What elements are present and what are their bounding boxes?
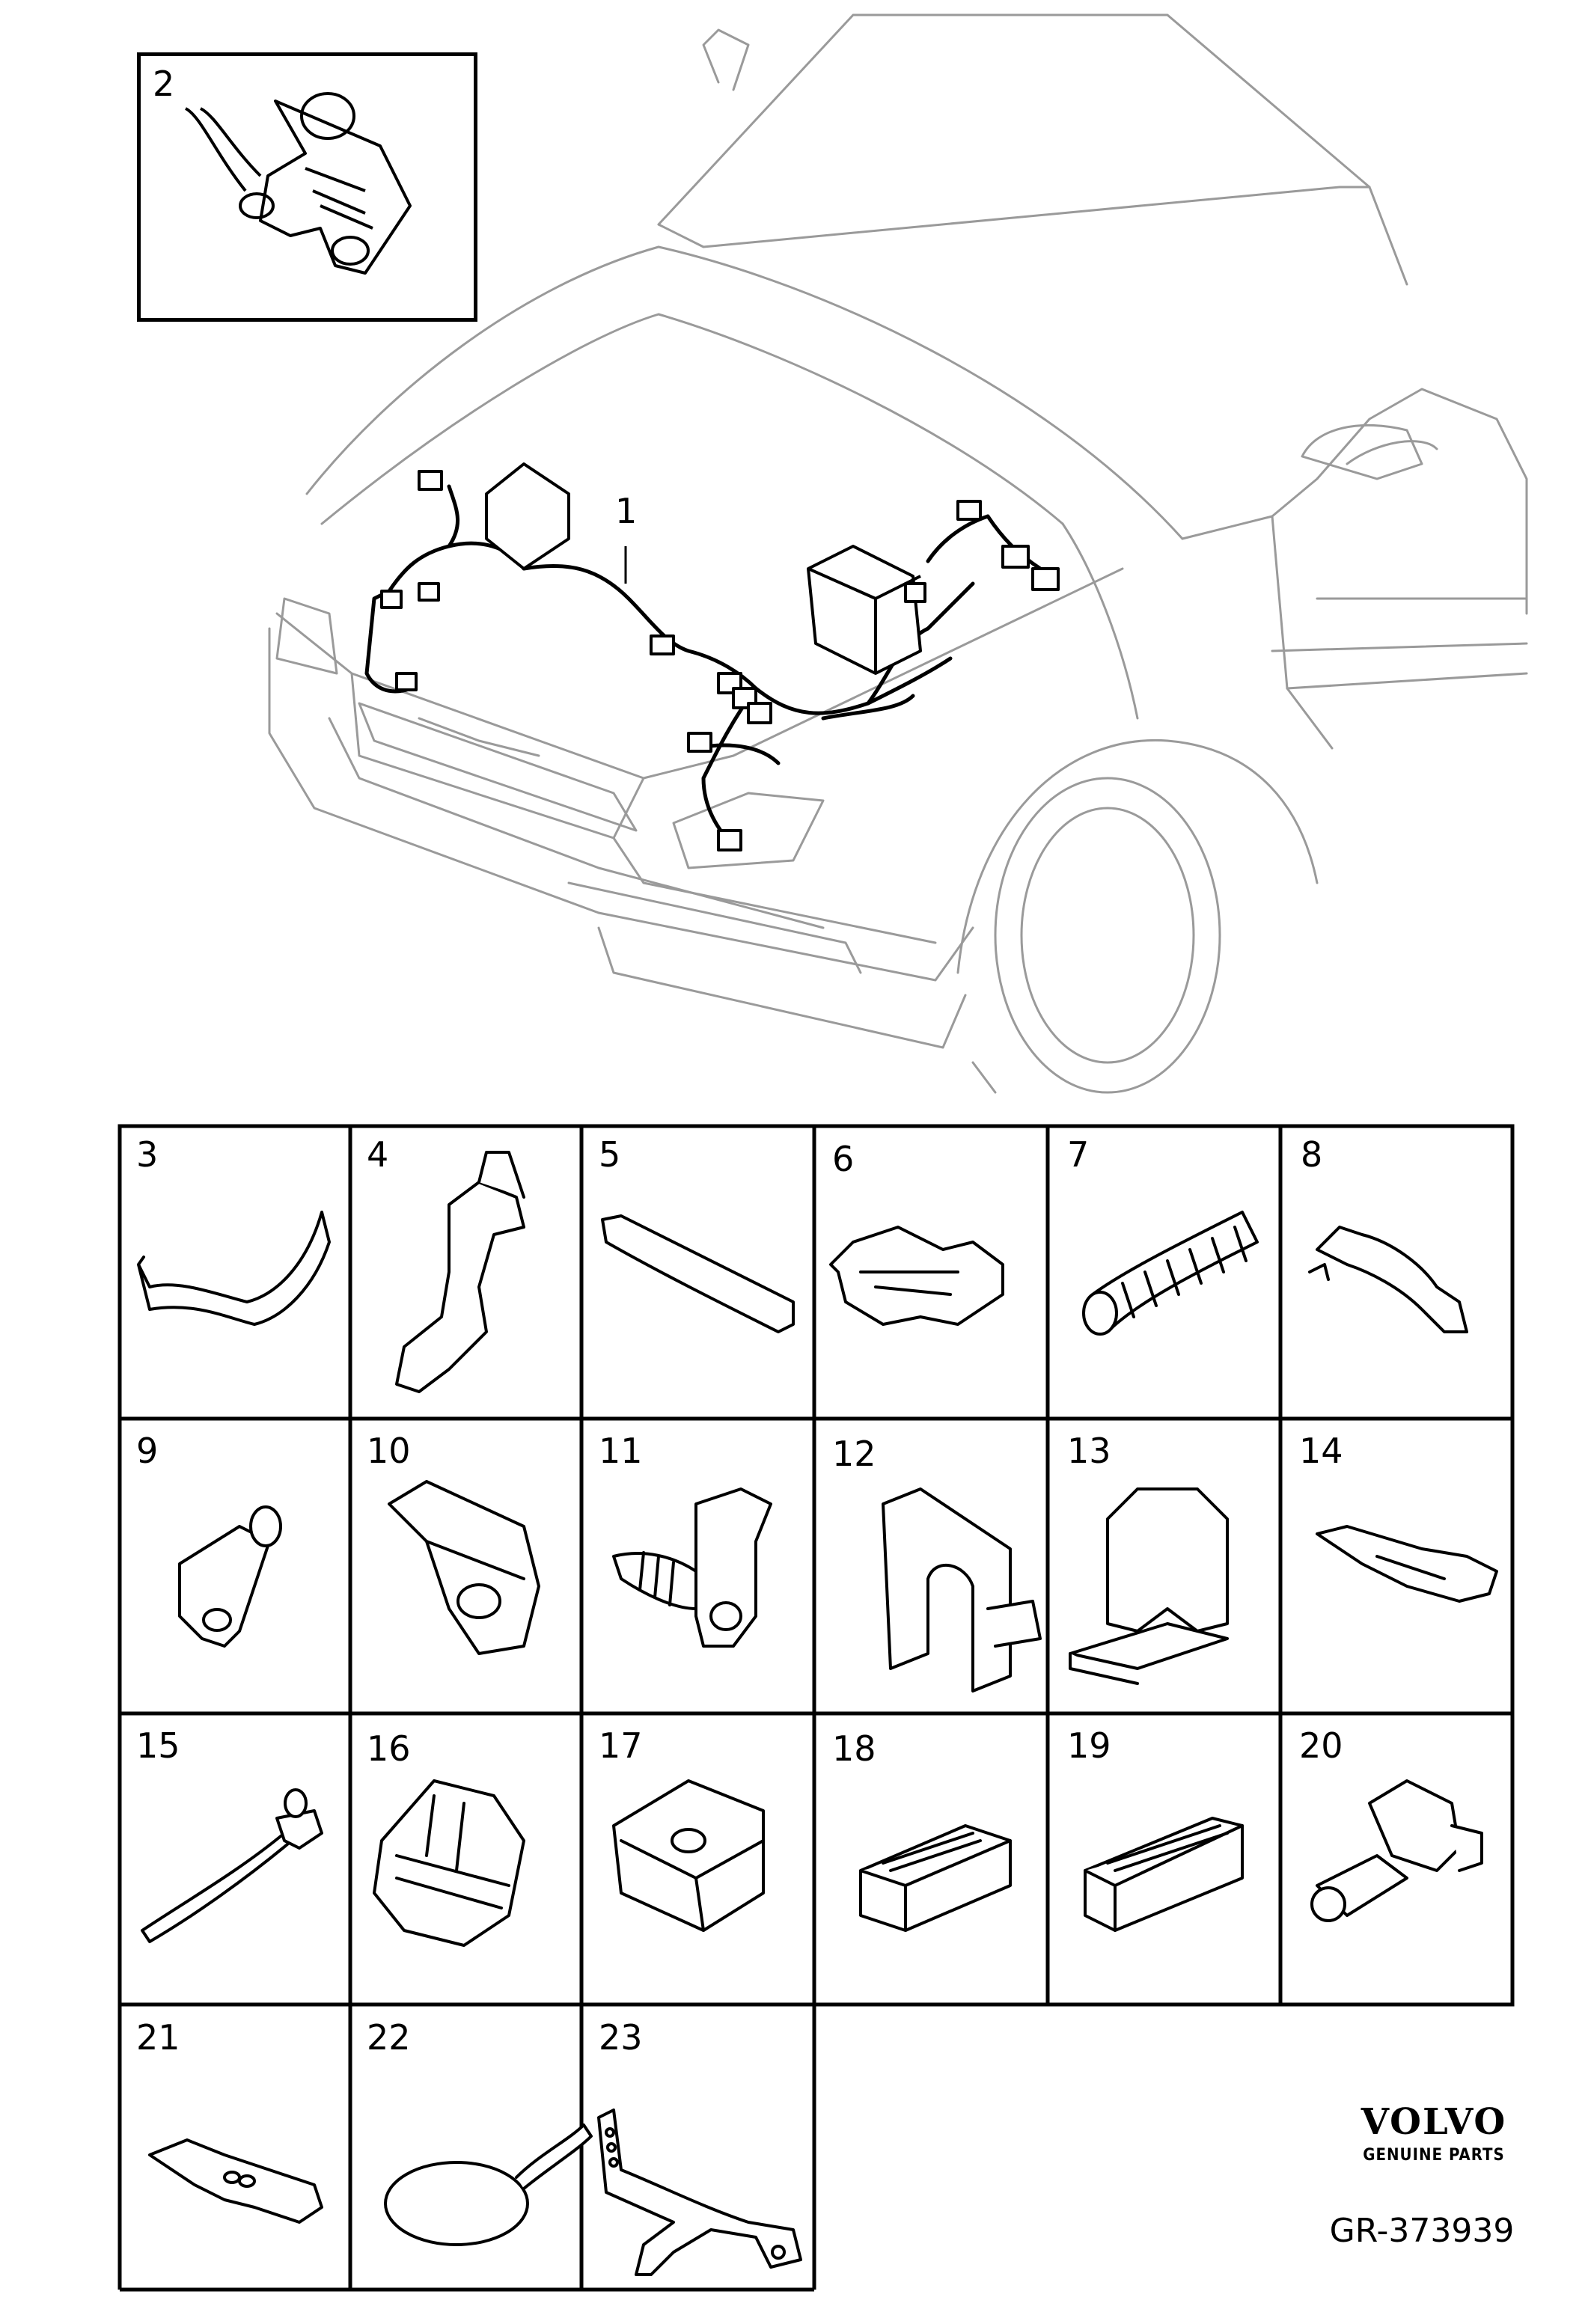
- connector-icon-18: [859, 1824, 1012, 1932]
- cable-tie-icon-22: [384, 2123, 593, 2246]
- part-label-17: 17: [599, 1725, 643, 1766]
- part-label-19: 19: [1067, 1725, 1111, 1766]
- part-label-5: 5: [599, 1134, 621, 1175]
- corrugated-tube-icon-7: [1082, 1211, 1259, 1336]
- part-label-9: 9: [136, 1431, 159, 1471]
- strip-icon-5: [601, 1214, 795, 1333]
- clamp-icon-13: [1069, 1487, 1229, 1685]
- grommet-icon-8: [1308, 1226, 1468, 1333]
- part-label-22: 22: [367, 2017, 411, 2058]
- rail-clip-icon-14: [1316, 1525, 1498, 1603]
- car-illustration: [268, 13, 1528, 1094]
- box-cover-icon-17: [612, 1779, 765, 1932]
- metal-bracket-icon-23: [597, 2109, 802, 2276]
- part-label-15: 15: [136, 1725, 180, 1766]
- part-label-16: 16: [367, 1728, 411, 1769]
- clip-icon-21: [148, 2138, 323, 2224]
- part-label-3: 3: [136, 1134, 159, 1175]
- genuine-parts-text: GENUINE PARTS: [1363, 2146, 1505, 2165]
- part-label-18: 18: [832, 1728, 876, 1769]
- drawing-number: GR-373939: [1329, 2212, 1515, 2250]
- part-label-13: 13: [1067, 1431, 1111, 1471]
- bracket-part-icon: [184, 92, 412, 275]
- part-label-10: 10: [367, 1431, 411, 1471]
- relay-holder-icon-16: [373, 1779, 525, 1947]
- connector-housing-icon-20: [1310, 1779, 1483, 1922]
- cable-guide-icon-3: [137, 1211, 331, 1326]
- cover-icon-10: [388, 1480, 540, 1655]
- part-label-23: 23: [599, 2017, 643, 2058]
- cable-tie-anchor-icon-15: [141, 1788, 323, 1943]
- callout-1: 1: [615, 491, 638, 531]
- part-label-7: 7: [1067, 1134, 1090, 1175]
- part-label-21: 21: [136, 2017, 180, 2058]
- part-label-12: 12: [832, 1434, 876, 1474]
- duct-icon-4: [395, 1151, 525, 1393]
- grommet-boot-icon-11: [612, 1487, 772, 1648]
- part-label-20: 20: [1299, 1725, 1343, 1766]
- part-label-14: 14: [1299, 1431, 1343, 1471]
- arch-clip-icon-12: [882, 1487, 1042, 1692]
- clip-icon-9: [178, 1505, 282, 1648]
- volvo-logo-text: VOLVO: [1361, 2101, 1507, 2143]
- inset-box-2: 2: [137, 52, 477, 322]
- inset-number: 2: [153, 64, 175, 104]
- part-label-4: 4: [367, 1134, 389, 1175]
- connector-icon-19: [1084, 1817, 1244, 1932]
- part-label-6: 6: [832, 1139, 855, 1179]
- part-label-11: 11: [599, 1431, 643, 1471]
- bracket-icon-6: [829, 1226, 1004, 1326]
- part-label-8: 8: [1301, 1134, 1323, 1175]
